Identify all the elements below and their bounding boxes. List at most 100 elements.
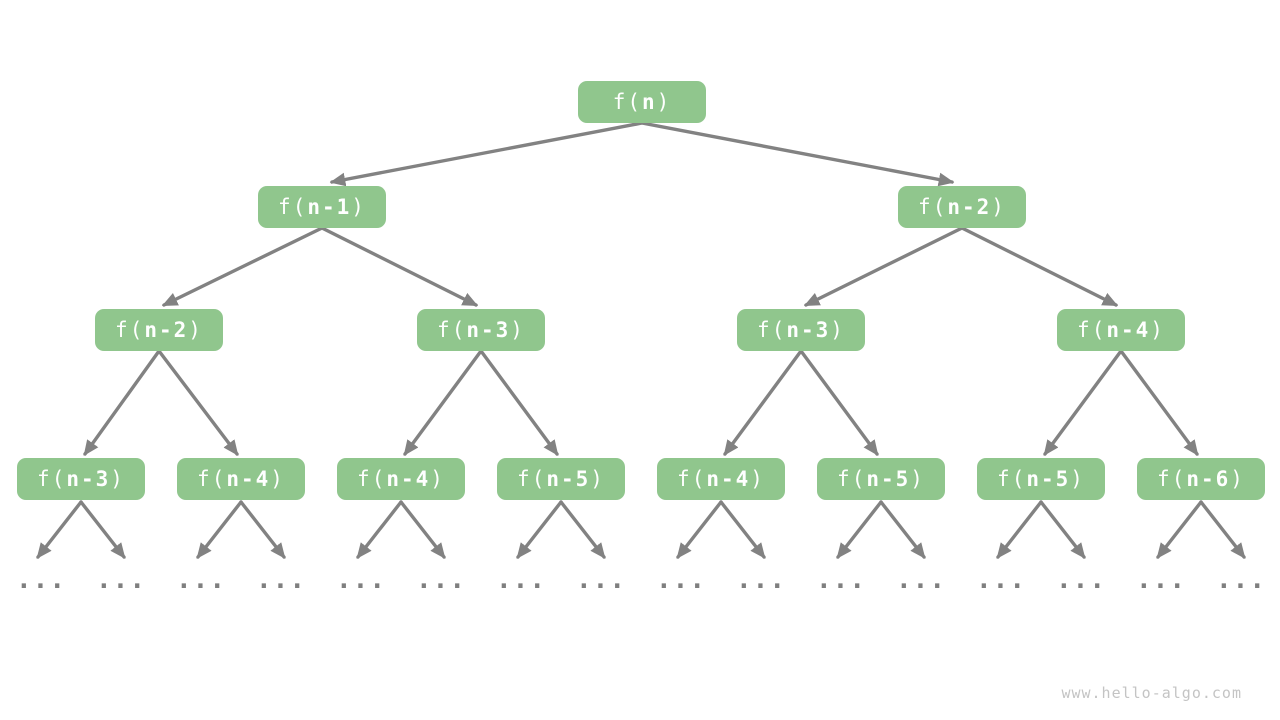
ellipsis: ...	[816, 565, 866, 595]
edge	[36, 500, 83, 559]
edge	[1043, 349, 1123, 456]
ellipsis: ...	[336, 565, 386, 595]
tree-node: f(n-3)	[737, 309, 865, 351]
node-label-arg: n-5	[1026, 467, 1071, 491]
node-label-arg: n-5	[866, 467, 911, 491]
tree-node: f(n-2)	[898, 186, 1026, 228]
ellipsis: ...	[656, 565, 706, 595]
node-label-arg: n-5	[546, 467, 591, 491]
ellipsis: ...	[1216, 565, 1266, 595]
ellipsis: ...	[976, 565, 1026, 595]
ellipsis: ...	[576, 565, 626, 595]
ellipsis: ...	[736, 565, 786, 595]
node-label-prefix: f(	[437, 318, 467, 342]
node-label-arg: n-3	[466, 318, 511, 342]
node-label-suffix: )	[110, 467, 125, 491]
edge	[329, 121, 644, 187]
edge	[1156, 500, 1203, 559]
edge	[83, 349, 161, 456]
edge	[960, 226, 1119, 307]
tree-node: f(n-1)	[258, 186, 386, 228]
edge	[479, 349, 559, 456]
edge	[79, 500, 126, 559]
node-label-prefix: f(	[115, 318, 145, 342]
edge	[516, 500, 563, 559]
node-label-prefix: f(	[37, 467, 67, 491]
edge	[239, 500, 286, 559]
node-label-arg: n-2	[947, 195, 992, 219]
node-label-prefix: f(	[1077, 318, 1107, 342]
node-label-arg: n-4	[226, 467, 271, 491]
node-label-arg: n-1	[307, 195, 352, 219]
ellipsis: ...	[96, 565, 146, 595]
node-label-suffix: )	[270, 467, 285, 491]
node-label-prefix: f(	[757, 318, 787, 342]
node-label-prefix: f(	[918, 195, 948, 219]
node-label-arg: n-4	[706, 467, 751, 491]
tree-node: f(n-4)	[657, 458, 785, 500]
edge	[196, 500, 243, 559]
tree-node: f(n-5)	[497, 458, 625, 500]
node-label-prefix: f(	[997, 467, 1027, 491]
tree-node: f(n-5)	[977, 458, 1105, 500]
edge	[356, 500, 403, 559]
edge	[803, 226, 964, 307]
node-label-suffix: )	[1150, 318, 1165, 342]
ellipsis: ...	[16, 565, 66, 595]
tree-node: f(n-5)	[817, 458, 945, 500]
edge	[879, 500, 926, 559]
tree-node: f(n-4)	[177, 458, 305, 500]
tree-node: f(n-3)	[17, 458, 145, 500]
tree-node: f(n-4)	[337, 458, 465, 500]
edge	[723, 349, 803, 456]
node-label-prefix: f(	[837, 467, 867, 491]
ellipsis: ...	[176, 565, 226, 595]
ellipsis: ...	[896, 565, 946, 595]
tree-node-root: f(n)	[578, 81, 706, 123]
node-label-arg: n	[641, 90, 657, 114]
node-label-arg: n-4	[386, 467, 431, 491]
edge	[559, 500, 606, 559]
edge	[836, 500, 883, 559]
edge	[996, 500, 1043, 559]
watermark: www.hello-algo.com	[1061, 684, 1242, 702]
edge	[399, 500, 446, 559]
node-label-suffix: )	[351, 195, 366, 219]
node-label-suffix: )	[188, 318, 203, 342]
node-label-prefix: f(	[197, 467, 227, 491]
node-label-arg: n-3	[66, 467, 111, 491]
node-label-suffix: )	[656, 90, 672, 114]
node-label-arg: n-2	[144, 318, 189, 342]
edge	[1039, 500, 1086, 559]
tree-node: f(n-2)	[95, 309, 223, 351]
tree-node: f(n-4)	[1057, 309, 1185, 351]
node-label-suffix: )	[910, 467, 925, 491]
node-label-prefix: f(	[1157, 467, 1187, 491]
edge	[719, 500, 766, 559]
tree-node: f(n-6)	[1137, 458, 1265, 500]
edge	[799, 349, 879, 456]
node-label-suffix: )	[991, 195, 1006, 219]
node-label-prefix: f(	[517, 467, 547, 491]
node-label-suffix: )	[590, 467, 605, 491]
edge	[676, 500, 723, 559]
ellipsis: ...	[1136, 565, 1186, 595]
edge	[1119, 349, 1199, 456]
node-label-suffix: )	[830, 318, 845, 342]
node-label-prefix: f(	[677, 467, 707, 491]
ellipsis: ...	[416, 565, 466, 595]
node-label-arg: n-6	[1186, 467, 1231, 491]
edge	[320, 226, 479, 307]
edge	[403, 349, 483, 456]
ellipsis: ...	[1056, 565, 1106, 595]
node-label-suffix: )	[510, 318, 525, 342]
node-label-prefix: f(	[278, 195, 308, 219]
tree-node: f(n-3)	[417, 309, 545, 351]
node-label-suffix: )	[750, 467, 765, 491]
node-label-suffix: )	[1070, 467, 1085, 491]
node-label-suffix: )	[430, 467, 445, 491]
edge	[640, 121, 955, 187]
node-label-suffix: )	[1230, 467, 1245, 491]
